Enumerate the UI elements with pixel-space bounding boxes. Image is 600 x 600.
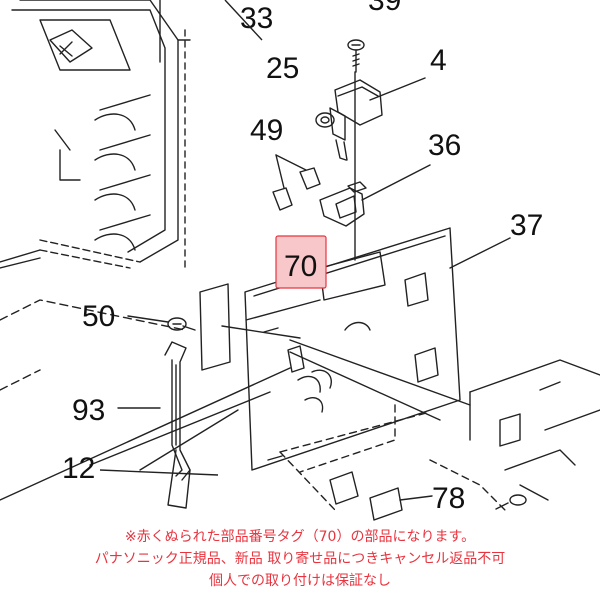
right-assembly [469, 359, 600, 501]
part-label-25: 25 [266, 52, 299, 85]
part-12-rod [0, 367, 291, 501]
part-label-39: 39 [368, 0, 401, 17]
part-label-37: 37 [510, 209, 543, 242]
part-50-screw [127, 315, 196, 331]
caption-line-2: パナソニック正規品、新品 取り寄せ品につきキャンセル返品不可 [94, 551, 506, 567]
part-93-hinge [117, 341, 191, 509]
screw-top [347, 39, 365, 73]
part-label-33: 33 [240, 2, 273, 35]
part-70-seal [199, 283, 301, 371]
part-70-highlight-box [275, 235, 327, 289]
part-label-4: 4 [430, 44, 447, 77]
lower-frame [279, 404, 506, 511]
part-36-bracket [319, 164, 431, 227]
part-label-36: 36 [428, 129, 461, 162]
part-label-78: 78 [432, 482, 465, 515]
part-49-clips [272, 154, 321, 211]
part-37-panel [244, 227, 511, 471]
part-label-70: 70 [284, 250, 317, 283]
part-label-12: 12 [62, 452, 95, 485]
part-label-49: 49 [250, 114, 283, 147]
part-78-latch [329, 471, 527, 521]
cabinet-frame [0, 0, 191, 391]
part-4-switch [315, 77, 426, 161]
caption-line-1: ※赤くぬられた部品番号タグ（70）の部品になります。 [124, 529, 476, 545]
part-label-93: 93 [72, 394, 105, 427]
caption-line-3: 個人での取り付けは保証なし [209, 573, 391, 589]
part-label-50: 50 [82, 300, 115, 333]
